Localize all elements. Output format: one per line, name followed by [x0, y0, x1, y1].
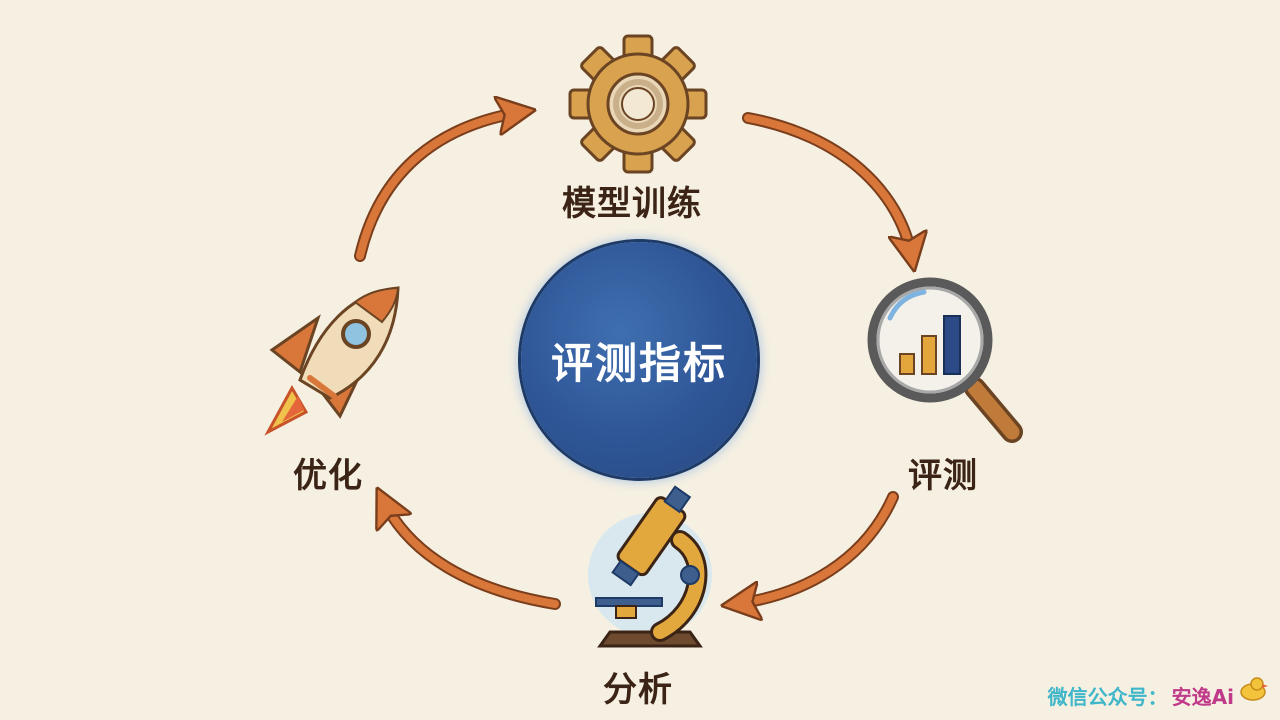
- node-label-optimization: 优化: [293, 456, 363, 496]
- node-label-analysis: 分析: [603, 670, 673, 710]
- arrow-train-to-eval: [742, 112, 918, 264]
- center-title: 评测指标: [550, 338, 727, 388]
- arrow-analysis-to-opt: [377, 494, 561, 610]
- arrow-opt-to-train: [354, 106, 528, 262]
- node-label-model-training: 模型训练: [562, 184, 702, 224]
- magnifier-chart-icon: [867, 277, 1023, 443]
- watermark-prefix: 微信公众号：: [1047, 685, 1168, 709]
- watermark: 微信公众号： 安逸Ai: [1048, 681, 1264, 710]
- duck-icon: [1240, 677, 1268, 701]
- rocket-icon: [264, 286, 400, 436]
- center-metric-circle: 评测指标: [521, 242, 757, 478]
- gear-icon: [568, 34, 708, 174]
- node-label-evaluation: 评测: [908, 456, 978, 496]
- microscope-icon: [588, 485, 712, 648]
- watermark-name: 安逸Ai: [1171, 685, 1234, 709]
- arrow-eval-to-analysis: [729, 491, 899, 610]
